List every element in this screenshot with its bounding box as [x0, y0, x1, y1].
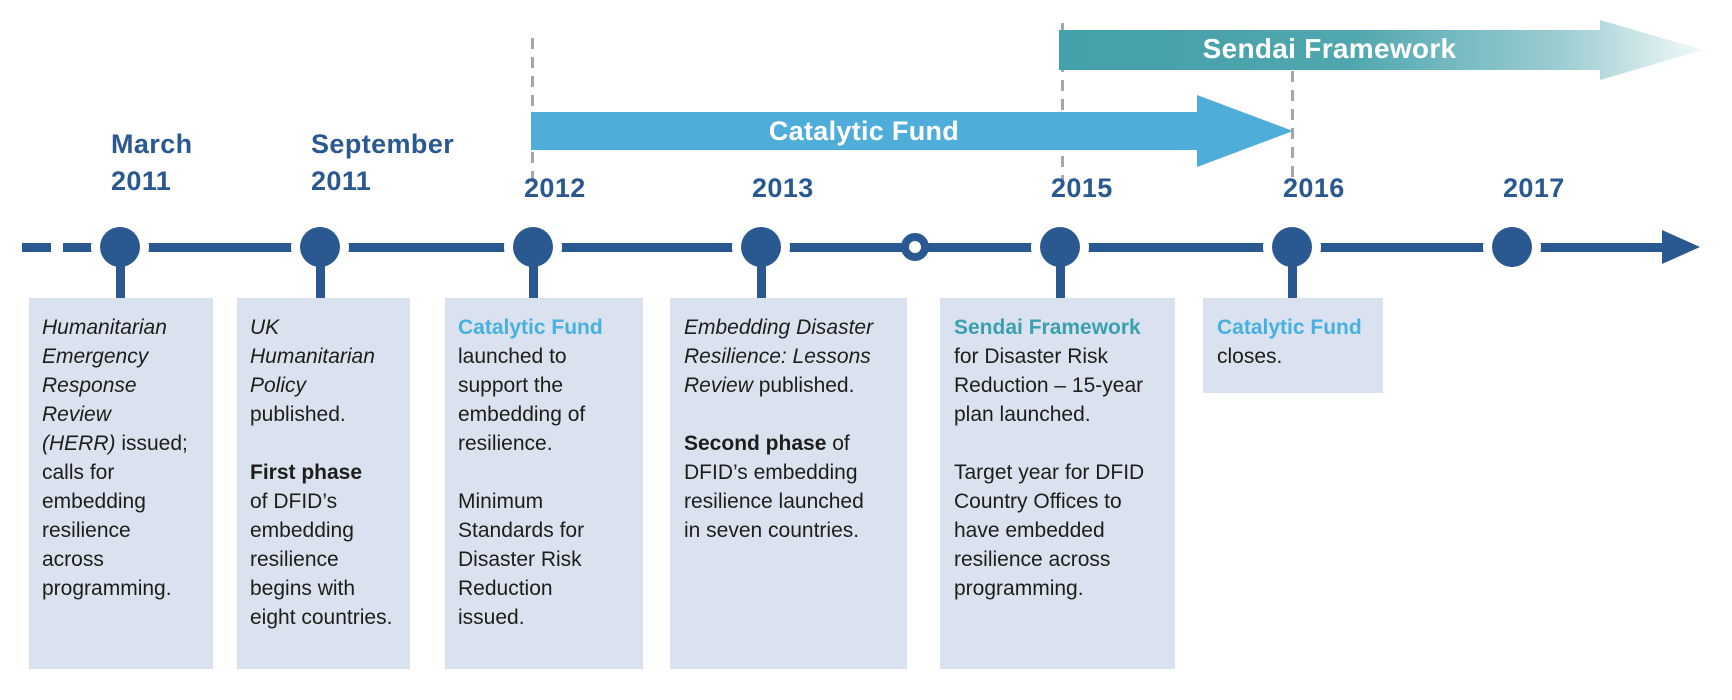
event-description: for Disaster Risk Reduction – 15-year pl… — [954, 345, 1144, 426]
catalytic-arrow-label: Catalytic Fund — [768, 116, 960, 146]
stem-2013 — [757, 250, 766, 298]
stem-march-2011 — [116, 250, 125, 298]
sendai-arrow-label: Sendai Framework — [1202, 33, 1457, 64]
stem-2016 — [1288, 250, 1297, 298]
stem-2015 — [1056, 250, 1065, 298]
event-description: Minimum Standards for Disaster Risk Redu… — [458, 490, 585, 629]
catalytic-fund-lead: Catalytic Fund — [458, 316, 603, 339]
stem-september-2011 — [316, 250, 325, 298]
event-box-2013: Embedding Disaster Resilience: Lessons R… — [670, 298, 907, 669]
event-description: of DFID’s embedding resilience launched … — [684, 432, 864, 542]
dashed-guide-2016 — [1291, 71, 1294, 186]
event-description: Target year for DFID Country Offices to … — [954, 461, 1145, 600]
document-title-italic: Embedding Disaster Resilience: Lessons R… — [684, 316, 874, 397]
timeline-start-gap — [51, 241, 63, 254]
sendai-arrow-shape — [1059, 20, 1703, 80]
year-label-march-2011: March 2011 — [111, 129, 193, 196]
year-label-2015: 2015 — [1051, 173, 1113, 203]
sendai-framework-arrow — [1059, 20, 1703, 80]
event-description: of DFID’s embedding resilience begins wi… — [250, 490, 393, 629]
timeline-arrowhead-icon — [1662, 230, 1700, 264]
timeline-open-circle-2014 — [901, 233, 929, 261]
year-label-2012: 2012 — [524, 173, 586, 203]
event-text: Catalytic Fund closes. — [1217, 313, 1371, 371]
document-title-italic: Humanitarian Emergency Response Review (… — [42, 316, 167, 455]
event-text: UK Humanitarian Policy published. — [250, 313, 400, 429]
timeline-line — [22, 243, 1668, 252]
phase-label-bold: Second phase — [684, 432, 827, 455]
event-box-2015: Sendai Framework for Disaster Risk Reduc… — [940, 298, 1175, 669]
event-text: Embedding Disaster Resilience: Lessons R… — [684, 313, 881, 400]
year-label-2013: 2013 — [752, 173, 814, 203]
sendai-framework-lead: Sendai Framework — [954, 316, 1141, 339]
document-title-italic: UK Humanitarian Policy — [250, 316, 375, 397]
event-text: Humanitarian Emergency Response Review (… — [42, 313, 188, 603]
catalytic-fund-arrow — [531, 95, 1293, 167]
event-text: Sendai Framework for Disaster Risk Reduc… — [954, 313, 1161, 429]
event-box-2016: Catalytic Fund closes. — [1203, 298, 1383, 393]
year-label-2017: 2017 — [1503, 173, 1565, 203]
event-box-march-2011: Humanitarian Emergency Response Review (… — [29, 298, 213, 669]
event-text: First phase of DFID’s embedding resilienc… — [250, 458, 400, 632]
event-description: issued; calls for embedding resilience a… — [42, 432, 188, 600]
event-text: Second phase of DFID’s embedding resilie… — [684, 429, 881, 545]
event-description: published. — [250, 403, 346, 426]
event-box-september-2011: UK Humanitarian Policy published. First … — [237, 298, 410, 669]
event-text: Minimum Standards for Disaster Risk Redu… — [458, 487, 619, 632]
event-description: launched to support the embedding of res… — [458, 345, 586, 455]
event-description: closes. — [1217, 345, 1283, 368]
phase-label-bold: First phase — [250, 461, 363, 484]
year-label-2016: 2016 — [1283, 173, 1345, 203]
event-text: Target year for DFID Country Offices to … — [954, 458, 1161, 603]
catalytic-arrow-shape — [531, 95, 1293, 167]
event-box-2012: Catalytic Fund launched to support the e… — [445, 298, 643, 669]
event-text: Catalytic Fund launched to support the e… — [458, 313, 619, 458]
catalytic-fund-lead: Catalytic Fund — [1217, 316, 1362, 339]
event-description: published. — [752, 374, 855, 397]
stem-2012 — [529, 250, 538, 298]
year-label-september-2011: September 2011 — [311, 129, 455, 196]
timeline-dot-2017 — [1492, 227, 1532, 267]
dashed-guide-2015 — [1061, 23, 1064, 186]
